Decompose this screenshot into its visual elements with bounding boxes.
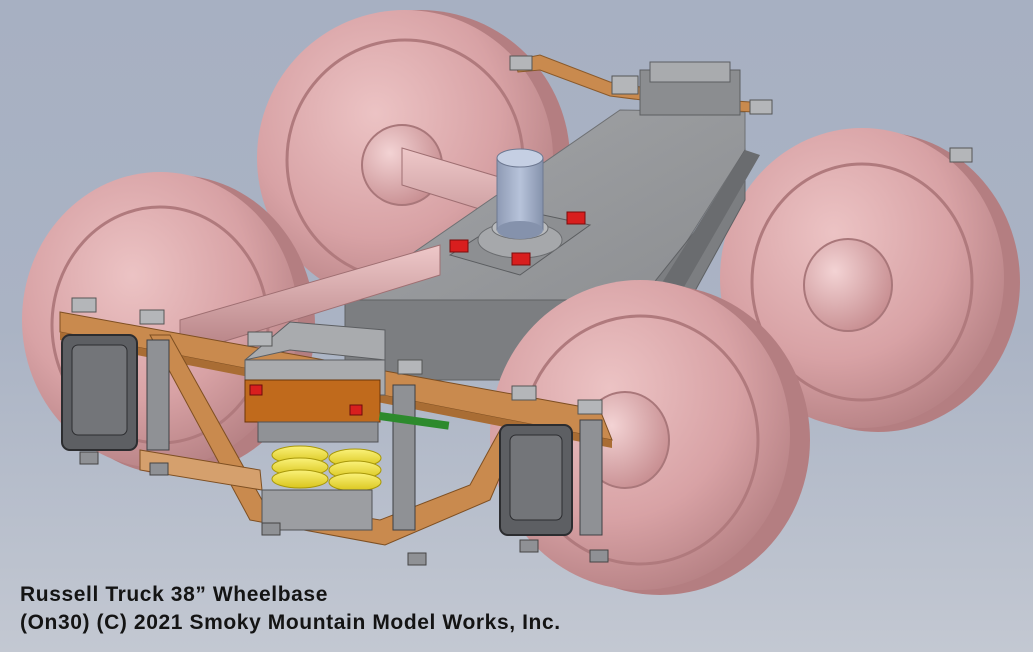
caption-copyright: (On30) (C) 2021 Smoky Mountain Model Wor… xyxy=(20,611,561,634)
springs xyxy=(271,445,382,492)
bolt-heads xyxy=(71,297,609,566)
center-plate xyxy=(448,148,592,276)
brake-rod xyxy=(378,411,450,430)
caption-title: Russell Truck 38” Wheelbase xyxy=(20,583,328,606)
rear-right-wheel xyxy=(720,128,1020,432)
journal-boxes xyxy=(61,334,603,536)
right-side-frame xyxy=(509,54,973,163)
